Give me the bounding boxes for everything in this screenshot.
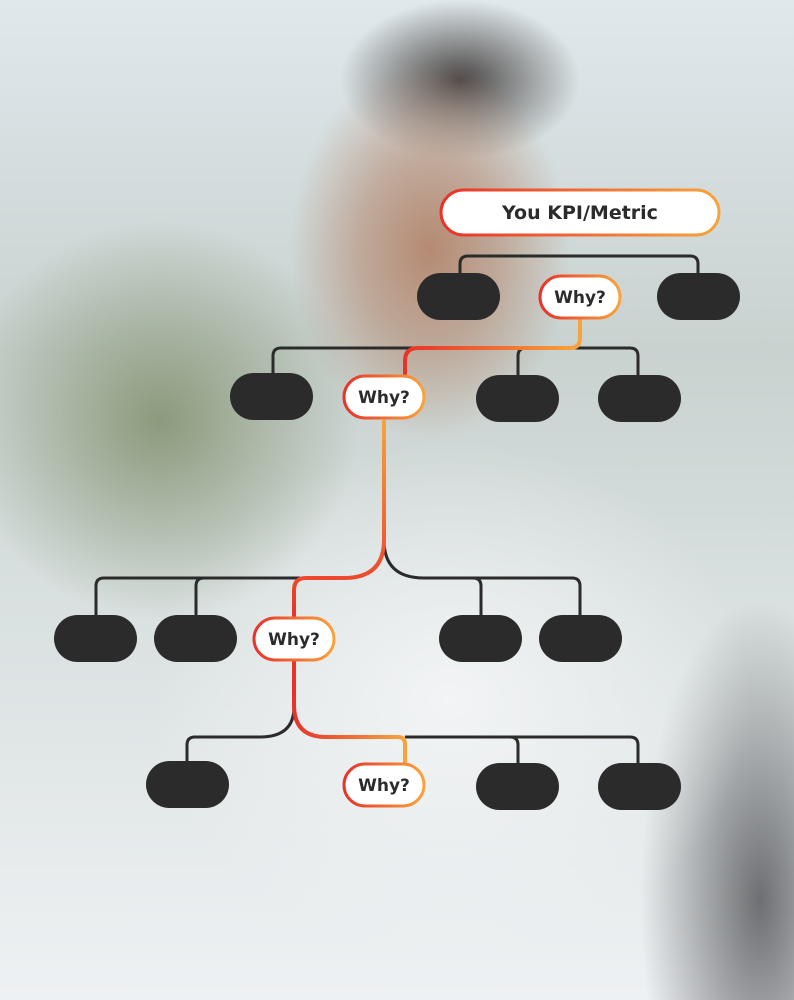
why-node-3: Why? — [252, 616, 336, 662]
placeholder-node — [146, 761, 229, 808]
why-node-4: Why? — [342, 762, 426, 808]
why-node-2: Why? — [342, 374, 426, 420]
placeholder-node — [54, 615, 137, 662]
why-node-1: Why? — [538, 274, 622, 320]
accent-why-path — [292, 235, 582, 765]
placeholder-node — [476, 375, 559, 422]
placeholder-node — [657, 273, 740, 320]
placeholder-node — [439, 615, 522, 662]
root-metric-node: You KPI/Metric — [439, 188, 721, 237]
why-label: Why? — [358, 388, 410, 408]
placeholder-node — [230, 373, 313, 420]
placeholder-nodes — [54, 273, 740, 810]
placeholder-node — [598, 375, 681, 422]
placeholder-node — [598, 763, 681, 810]
placeholder-node — [476, 763, 559, 810]
why-label: Why? — [358, 776, 410, 796]
placeholder-node — [417, 273, 500, 320]
placeholder-node — [539, 615, 622, 662]
why-label: Why? — [268, 630, 320, 650]
placeholder-node — [154, 615, 237, 662]
root-label: You KPI/Metric — [501, 202, 658, 224]
why-label: Why? — [554, 288, 606, 308]
dark-connectors — [94, 254, 700, 765]
